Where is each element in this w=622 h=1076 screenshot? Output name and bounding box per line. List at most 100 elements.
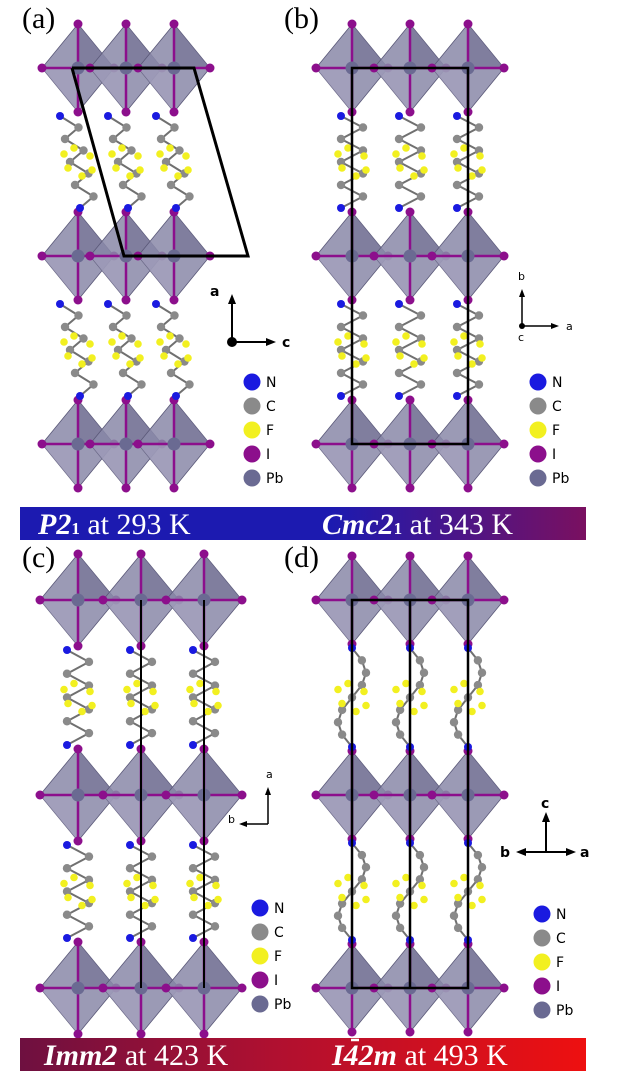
banner-bottom bbox=[20, 1038, 586, 1071]
fluorine-atom bbox=[360, 152, 368, 160]
carbon-atom bbox=[336, 345, 346, 355]
legend-label-f: F bbox=[266, 423, 274, 439]
fluorine-atom bbox=[396, 699, 404, 708]
iodine-atom bbox=[311, 251, 321, 261]
fluorine-atom bbox=[166, 332, 174, 340]
lead-atom bbox=[403, 249, 417, 263]
fluorine-atom bbox=[418, 152, 426, 160]
fluorine-atom bbox=[70, 679, 78, 688]
fluorine-atom bbox=[156, 338, 164, 346]
iodine-atom bbox=[98, 595, 108, 605]
fluorine-atom bbox=[127, 699, 135, 708]
iodine-atom bbox=[169, 483, 179, 493]
carbon-atom bbox=[147, 852, 157, 861]
axis-label-b-right: a bbox=[566, 320, 573, 333]
nitrogen-atom bbox=[152, 300, 160, 308]
carbon-atom bbox=[452, 134, 462, 144]
carbon-atom bbox=[452, 157, 462, 167]
iodine-atom bbox=[237, 790, 247, 800]
iodine-atom bbox=[205, 439, 215, 449]
iodine-atom bbox=[121, 19, 131, 29]
carbon-atom bbox=[473, 850, 483, 860]
iodine-atom bbox=[499, 63, 509, 73]
carbon-atom bbox=[474, 192, 484, 201]
fluorine-atom bbox=[112, 352, 120, 360]
axis-triad-a: a c bbox=[210, 284, 290, 351]
fluorine-atom bbox=[468, 707, 476, 716]
fluorine-atom bbox=[334, 338, 342, 346]
carbon-atom bbox=[358, 123, 368, 132]
carbon-atom bbox=[449, 911, 459, 920]
carbon-atom bbox=[62, 864, 72, 873]
fluorine-atom bbox=[214, 701, 222, 710]
organic-cation bbox=[186, 841, 222, 942]
carbon-atom bbox=[477, 863, 487, 872]
iodine-atom bbox=[311, 790, 321, 800]
carbon-atom bbox=[161, 157, 171, 167]
carbon-atom bbox=[65, 345, 75, 355]
carbon-atom bbox=[210, 852, 220, 861]
carbon-atom bbox=[357, 680, 367, 690]
organic-cation bbox=[391, 644, 429, 751]
axis-label-d-up: c bbox=[541, 796, 549, 812]
nitrogen-atom bbox=[453, 112, 461, 120]
nitrogen-atom bbox=[126, 934, 134, 942]
iodine-atom bbox=[405, 107, 415, 117]
axis-label-b-up: b bbox=[518, 270, 525, 283]
iodine-atom bbox=[463, 483, 473, 493]
iodine-atom bbox=[133, 439, 143, 449]
legend-label-i: I bbox=[552, 447, 556, 463]
carbon-atom bbox=[118, 180, 128, 190]
carbon-atom bbox=[395, 923, 405, 933]
carbon-atom bbox=[395, 730, 405, 739]
carbon-atom bbox=[394, 157, 404, 167]
carbon-atom bbox=[337, 730, 347, 739]
carbon-atom bbox=[210, 657, 220, 667]
banner-i42m-group: I42m bbox=[331, 1039, 397, 1072]
iodine-atom bbox=[73, 1029, 83, 1039]
carbon-atom bbox=[210, 728, 220, 738]
fluorine-atom bbox=[420, 354, 428, 362]
iodine-atom bbox=[347, 483, 357, 493]
fluorine-atom bbox=[184, 354, 192, 362]
banner-cmc21-temp: at 343 K bbox=[402, 508, 513, 541]
iodine-atom bbox=[136, 549, 146, 559]
axis-label-c-left: b bbox=[228, 813, 235, 826]
iodine-atom bbox=[85, 439, 95, 449]
iodine-atom bbox=[499, 790, 509, 800]
legend-swatch-i bbox=[529, 445, 547, 463]
carbon-atom bbox=[125, 887, 135, 896]
fluorine-atom bbox=[450, 879, 458, 888]
fluorine-atom bbox=[352, 707, 360, 716]
fluorine-atom bbox=[182, 152, 190, 160]
fluorine-atom bbox=[186, 879, 194, 888]
fluorine-atom bbox=[174, 172, 182, 180]
fluorine-atom bbox=[60, 879, 68, 888]
iodine-atom bbox=[73, 937, 83, 947]
carbon-atom bbox=[79, 146, 88, 155]
fluorine-atom bbox=[402, 679, 410, 688]
carbon-atom bbox=[188, 669, 198, 678]
fluorine-atom bbox=[410, 901, 418, 910]
carbon-atom bbox=[156, 322, 166, 332]
nitrogen-atom bbox=[395, 204, 403, 212]
fluorine-atom bbox=[478, 354, 486, 362]
carbon-atom bbox=[415, 680, 425, 690]
fluorine-atom bbox=[141, 707, 149, 716]
fluorine-atom bbox=[420, 701, 428, 710]
iodine-atom bbox=[463, 19, 473, 29]
legend-label-c: C bbox=[266, 399, 276, 415]
banner-p21-temp: at 293 K bbox=[80, 508, 191, 541]
carbon-atom bbox=[416, 311, 426, 320]
legend-swatch-f bbox=[251, 947, 269, 965]
nitrogen-atom bbox=[189, 646, 197, 654]
fluorine-atom bbox=[468, 901, 476, 910]
fluorine-atom bbox=[468, 360, 476, 368]
iodine-atom bbox=[347, 19, 357, 29]
fluorine-atom bbox=[476, 340, 484, 348]
nitrogen-atom bbox=[172, 392, 180, 400]
fluorine-atom bbox=[78, 172, 86, 180]
fluorine-atom bbox=[112, 164, 120, 172]
